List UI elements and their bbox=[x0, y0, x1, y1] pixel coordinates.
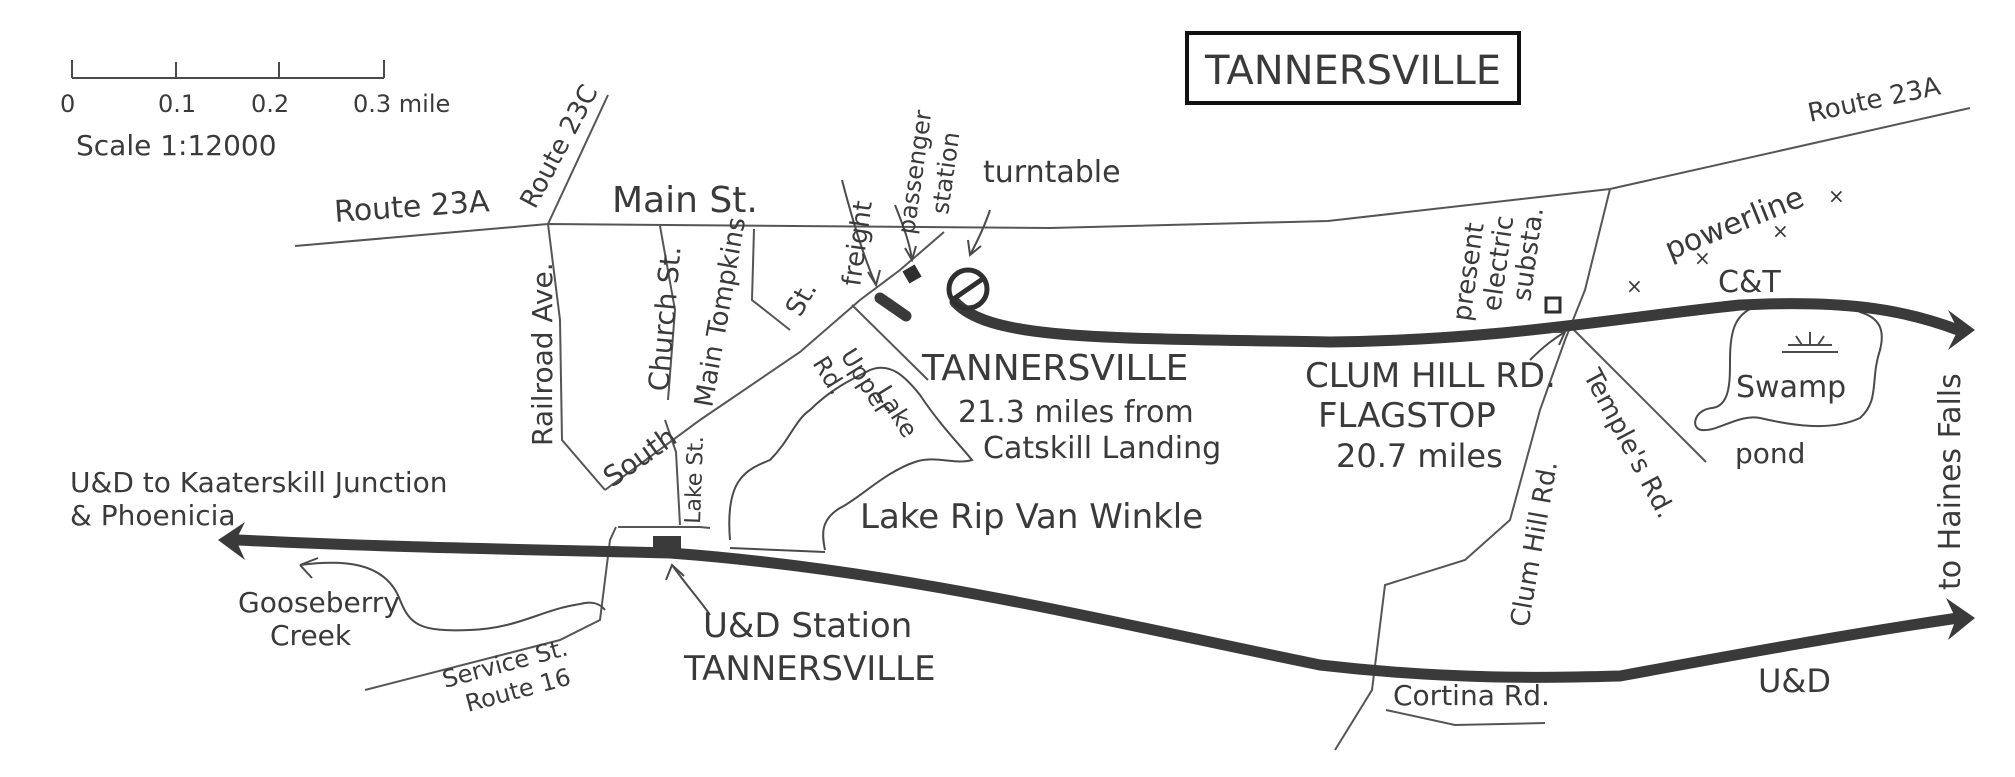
main-tompkins-road bbox=[750, 228, 791, 331]
ud-west-label-2: & Phoenicia bbox=[70, 499, 236, 532]
swamp-outline bbox=[1694, 298, 1883, 432]
route-23a-east-road bbox=[1609, 107, 1971, 190]
passenger-station-building-icon bbox=[902, 264, 922, 284]
title-text: TANNERSVILLE bbox=[1204, 48, 1501, 94]
cortina-rd-road bbox=[1385, 709, 1546, 727]
powerline-markers: × × × × bbox=[1626, 184, 1845, 298]
temples-rd-road bbox=[1571, 327, 1707, 463]
swamp-area bbox=[1694, 298, 1883, 432]
ct-railroad-line bbox=[949, 296, 1964, 348]
upper-lake-rd-road bbox=[851, 304, 929, 381]
railroad-ave-road bbox=[547, 223, 606, 491]
main-tompkins-label: Main Tompkins bbox=[689, 215, 752, 409]
turntable-icon bbox=[946, 267, 990, 311]
clum-hill-flagstop-label-1: CLUM HILL RD. bbox=[1305, 356, 1556, 396]
ud-railroad-line bbox=[232, 534, 1964, 683]
map-title: TANNERSVILLE bbox=[1185, 31, 1521, 105]
service-st-road bbox=[364, 526, 617, 691]
freight-building-icon bbox=[874, 292, 912, 322]
turntable-label: turntable bbox=[983, 155, 1121, 190]
swamp-marsh-icon bbox=[1782, 332, 1838, 353]
powerline-x-icon: × bbox=[1694, 246, 1711, 270]
clum-hill-rd-road bbox=[1334, 188, 1611, 751]
church-st-road bbox=[659, 225, 677, 401]
lake-rip-van-winkle-label: Lake Rip Van Winkle bbox=[860, 497, 1203, 537]
scale-tick-2: 0.2 bbox=[251, 90, 289, 118]
ud-station-building-icon bbox=[653, 536, 681, 552]
route-23a-east-label: Route 23A bbox=[1805, 71, 1943, 128]
tannersville-miles-label-1: 21.3 miles from bbox=[958, 395, 1194, 430]
gooseberry-creek-line bbox=[299, 561, 606, 632]
temples-rd-label: Temple's Rd. bbox=[1576, 363, 1680, 523]
gooseberry-creek-label-2: Creek bbox=[270, 619, 352, 652]
railroad-ave-label: Railroad Ave. bbox=[526, 262, 559, 446]
pond-label: pond bbox=[1735, 437, 1805, 470]
route-23a-west-label: Route 23A bbox=[333, 184, 491, 230]
title-frame bbox=[1185, 31, 1521, 105]
ct-east-arrowhead bbox=[1948, 310, 1975, 350]
lake-rip-van-winkle-shore bbox=[728, 366, 974, 553]
church-st-label: Church St. bbox=[642, 245, 688, 393]
freight-pointer bbox=[841, 179, 877, 286]
clum-hill-rd-label: Clum Hill Rd. bbox=[1505, 459, 1564, 629]
main-st-label: Main St. bbox=[612, 180, 758, 221]
tannersville-miles-label-2: Catskill Landing bbox=[983, 431, 1221, 466]
clum-hill-flagstop-label-3: 20.7 miles bbox=[1336, 437, 1503, 475]
tannersville-station-label: TANNERSVILLE bbox=[921, 348, 1188, 389]
main-st-tompkins-st-label: St. bbox=[780, 276, 823, 321]
lake-st-base-road bbox=[618, 526, 711, 529]
route-23c-label: Route 23C bbox=[515, 80, 605, 213]
ud-east-arrowhead bbox=[1946, 598, 1975, 640]
ud-east-label: U&D bbox=[1758, 662, 1831, 700]
scale-tick-0: 0 bbox=[60, 90, 75, 118]
to-haines-falls-label: to Haines Falls bbox=[1933, 373, 1968, 590]
route-23c-road bbox=[547, 94, 609, 225]
powerline-x-icon: × bbox=[1626, 274, 1643, 298]
ct-label: C&T bbox=[1718, 265, 1781, 300]
route-23a-main-st-road bbox=[294, 188, 1611, 247]
passenger-label: passenger bbox=[892, 108, 937, 236]
clum-hill-flagstop-label-2: FLAGSTOP bbox=[1318, 396, 1496, 436]
lake-st-label: Lake St. bbox=[681, 436, 709, 525]
scale-bar: 0 0.1 0.2 0.3 mile Scale 1:12000 bbox=[60, 60, 450, 162]
scale-tick-3: 0.3 mile bbox=[353, 90, 450, 118]
electric-substation-icon bbox=[1544, 296, 1562, 314]
powerline-x-icon: × bbox=[1772, 219, 1789, 243]
ud-west-label-1: U&D to Kaaterskill Junction bbox=[70, 466, 448, 499]
scale-ratio: Scale 1:12000 bbox=[76, 129, 277, 162]
swamp-label: Swamp bbox=[1736, 370, 1846, 405]
ud-station-label-1: U&D Station bbox=[703, 606, 912, 646]
roads bbox=[294, 94, 1971, 751]
ud-west-arrowhead bbox=[218, 522, 245, 560]
scale-tick-1: 0.1 bbox=[158, 90, 196, 118]
gooseberry-creek-label-1: Gooseberry bbox=[238, 586, 400, 619]
cortina-rd-label: Cortina Rd. bbox=[1393, 679, 1550, 712]
powerline-x-icon: × bbox=[1828, 184, 1845, 208]
ud-station-label-2: TANNERSVILLE bbox=[683, 649, 936, 689]
lake-st-road bbox=[664, 419, 681, 526]
south-main-st-road bbox=[604, 231, 945, 491]
pointer-arrows bbox=[665, 179, 1567, 616]
railroads bbox=[218, 264, 1975, 683]
south-st-label: South bbox=[597, 420, 683, 494]
lake-shore-line bbox=[728, 366, 974, 551]
